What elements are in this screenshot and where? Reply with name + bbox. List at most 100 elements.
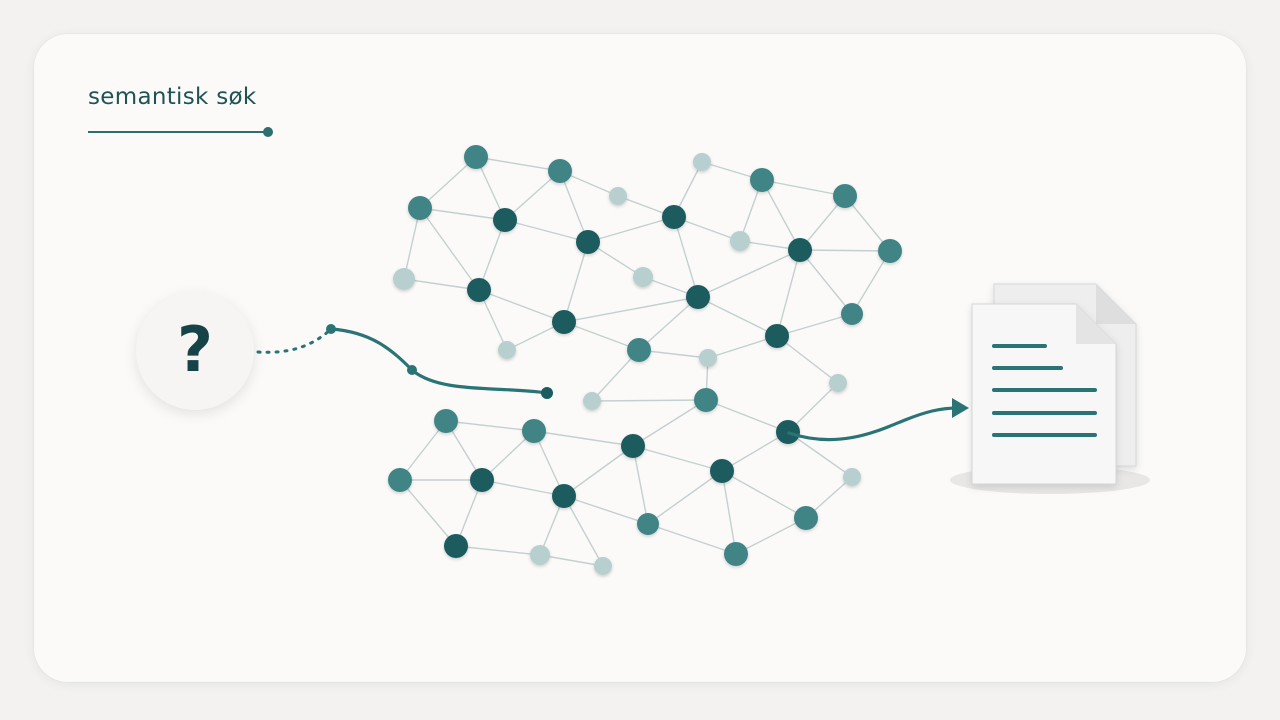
network-edge [851, 250, 891, 315]
document-stack-icon [950, 270, 1160, 510]
network-edge [697, 296, 778, 337]
network-edge [563, 321, 640, 351]
network-node [724, 542, 748, 566]
network-edge [399, 479, 457, 547]
network-edge [533, 430, 634, 447]
network-node [552, 484, 576, 508]
network-edge [419, 207, 506, 221]
network-node [662, 205, 686, 229]
network-edge [638, 296, 699, 351]
network-edge [761, 179, 846, 197]
network-edge [403, 207, 421, 280]
document-text-lines [992, 344, 1097, 437]
query-path-line [329, 327, 549, 395]
network-node [878, 239, 902, 263]
network-node [829, 374, 847, 392]
network-node [522, 419, 546, 443]
network-edge [707, 335, 778, 359]
network-edge [475, 156, 561, 172]
network-edge [399, 420, 447, 481]
network-edge [697, 249, 801, 298]
network-node [464, 145, 488, 169]
network-edge [481, 479, 565, 497]
network-node [393, 268, 415, 290]
network-edge [761, 179, 801, 251]
network-node [765, 324, 789, 348]
query-path-end-dot [541, 387, 553, 399]
network-edge [776, 335, 839, 384]
network-node [788, 238, 812, 262]
network-edge [504, 170, 561, 221]
network-node [470, 468, 494, 492]
network-edge [419, 156, 477, 209]
network-node [434, 409, 458, 433]
network-edge [721, 431, 789, 472]
network-edge [587, 216, 675, 243]
network-node [833, 184, 857, 208]
network-node [750, 168, 774, 192]
title-underline-dot [263, 127, 273, 137]
arrow-right-icon [952, 398, 969, 418]
network-edge [787, 431, 853, 478]
network-edge [591, 399, 707, 402]
network-edge [632, 445, 723, 472]
network-node [498, 341, 516, 359]
network-node [408, 196, 432, 220]
query-path-mid-dot [407, 365, 417, 375]
network-node [530, 545, 550, 565]
network-node [693, 153, 711, 171]
network-node [637, 513, 659, 535]
network-edge [539, 554, 604, 567]
network-edge [721, 470, 807, 519]
network-edge [419, 207, 480, 291]
network-node [621, 434, 645, 458]
network-edge [647, 523, 737, 555]
network-edge [632, 399, 707, 447]
network-edge [563, 241, 589, 323]
network-node [633, 267, 653, 287]
network-edge [563, 296, 699, 323]
network-edge [632, 445, 649, 525]
query-bubble: ? [136, 292, 254, 410]
network-node [493, 208, 517, 232]
network-edge [799, 249, 853, 315]
network-node [583, 392, 601, 410]
network-node [710, 459, 734, 483]
network-edge [735, 517, 807, 555]
network-edges [399, 156, 891, 567]
network-edge [478, 219, 506, 291]
network-edge [776, 313, 853, 337]
network-node [444, 534, 468, 558]
network-edge [403, 278, 480, 291]
network-edge [721, 470, 737, 555]
network-edge [504, 219, 589, 243]
network-node [730, 231, 750, 251]
network-node [843, 468, 861, 486]
network-node [576, 230, 600, 254]
network-edge [647, 470, 723, 525]
document-front [971, 303, 1117, 485]
network-edge [455, 545, 541, 556]
title-underline [88, 131, 266, 133]
network-node [467, 278, 491, 302]
network-edge [563, 445, 634, 497]
network-node [699, 349, 717, 367]
network-node [548, 159, 572, 183]
network-edge [478, 289, 565, 323]
network-node [552, 310, 576, 334]
page-title: semantisk søk [88, 84, 257, 110]
network-node [594, 557, 612, 575]
network-node [686, 285, 710, 309]
network-edge [445, 420, 535, 432]
network-node [388, 468, 412, 492]
network-edge [799, 249, 891, 252]
network-edge [563, 495, 604, 567]
network-edge [559, 170, 589, 243]
query-dotted-line [256, 328, 332, 354]
network-nodes [388, 145, 902, 575]
network-edge [673, 216, 699, 298]
network-node [609, 187, 627, 205]
network-node [841, 303, 863, 325]
network-edge [776, 249, 801, 337]
